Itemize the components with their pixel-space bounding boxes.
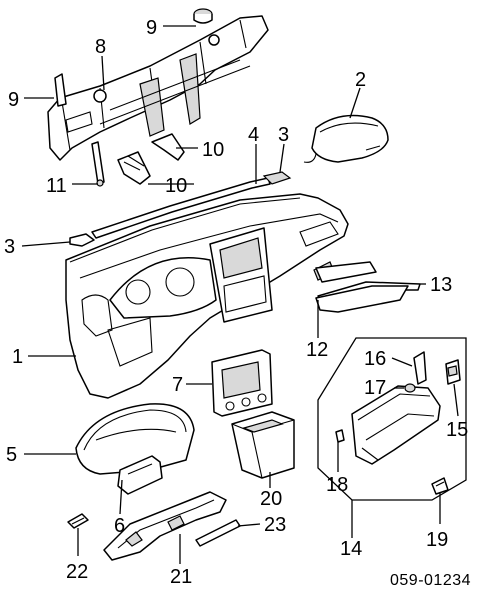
callout-17: 17 [364, 377, 386, 399]
callout-10-lower: 10 [165, 175, 187, 197]
part-4-defroster-strip [91, 177, 271, 239]
part-21-lower-cover [103, 491, 227, 561]
callout-22: 22 [66, 561, 88, 583]
callout-11: 11 [46, 175, 67, 197]
callout-8: 8 [95, 36, 106, 58]
callout-9-top: 9 [146, 17, 157, 39]
part-8-reinforcement-beam [47, 15, 269, 161]
callout-18: 18 [326, 474, 348, 496]
callout-13: 13 [430, 274, 452, 296]
callout-23: 23 [264, 514, 286, 536]
part-7-center-cluster [211, 349, 273, 417]
part-12-lower-panel [315, 261, 409, 313]
callout-4: 4 [248, 124, 259, 146]
part-1-instrument-panel [65, 193, 349, 399]
callout-2: 2 [355, 69, 366, 91]
callout-5: 5 [6, 444, 17, 466]
part-16-latch [413, 351, 427, 385]
part-17-knob [404, 383, 416, 393]
callout-19: 19 [426, 529, 448, 551]
part-20-lower-box [231, 411, 295, 479]
callout-20: 20 [260, 488, 282, 510]
callout-15: 15 [446, 419, 468, 441]
callout-16: 16 [364, 348, 386, 370]
part-9-bracket-left [54, 73, 67, 107]
part-5-meter-hood [75, 403, 195, 475]
callout-1: 1 [12, 346, 23, 368]
part-6-small-panel [117, 455, 163, 495]
part-22-clip [67, 513, 89, 529]
callout-9-left: 9 [8, 89, 19, 111]
part-11-brace [91, 141, 105, 187]
part-10-bracket-upper [151, 133, 185, 161]
part-19-clip [431, 477, 449, 495]
callout-numbers: 9 8 9 2 4 3 10 11 10 3 13 12 1 16 7 17 1… [4, 17, 468, 588]
callout-6: 6 [114, 515, 125, 537]
part-3-cover-left [69, 233, 95, 247]
part-23-strip [195, 519, 241, 547]
callout-21: 21 [170, 566, 192, 588]
part-15-latch [445, 359, 461, 385]
callout-10-upper: 10 [202, 139, 224, 161]
part-2-airbag-module [303, 114, 389, 163]
callout-12: 12 [306, 339, 328, 361]
part-3-cover-upper [262, 171, 292, 185]
callout-3-left: 3 [4, 236, 15, 258]
part-9-clip-top [193, 8, 213, 24]
part-18-bumper [335, 429, 345, 443]
leader-lines [21, 25, 459, 564]
callout-7: 7 [172, 374, 183, 396]
glove-box-inset-frame [317, 337, 467, 501]
part-10-bracket-lower [117, 151, 151, 185]
callout-14: 14 [340, 538, 362, 560]
diagram-code: 059-01234 [390, 572, 471, 589]
callout-3-upper: 3 [278, 124, 289, 146]
